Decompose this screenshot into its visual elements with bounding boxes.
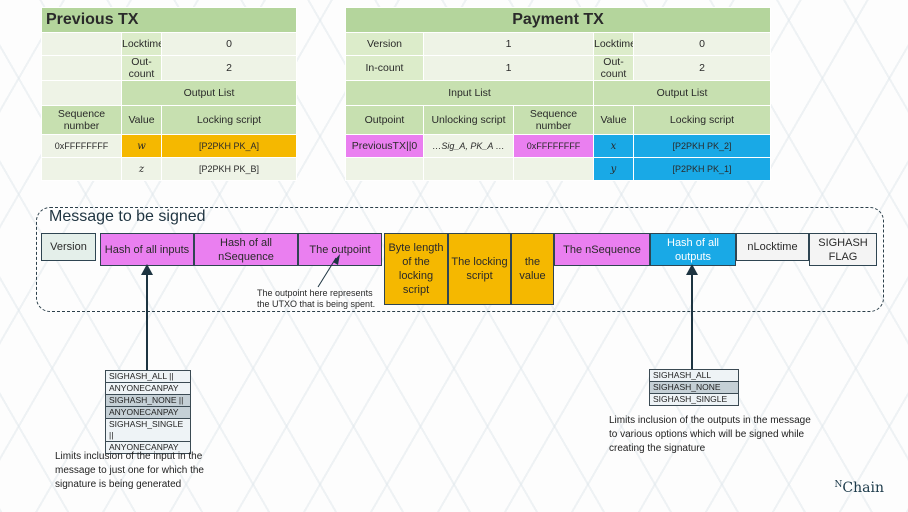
outpoint-cell: The outpoint	[298, 233, 382, 266]
right-arrow-head	[686, 264, 698, 275]
value-z: z	[121, 157, 162, 181]
previous-tx-table: Previous TX Locktime 0 Out-count 2 Outpu…	[40, 7, 298, 181]
byte-length-cell: Byte length of the locking script	[384, 233, 448, 305]
sequence-number-value: 0xFFFFFFFF	[41, 134, 122, 158]
option-single-anyonecanpay-2: ANYONECANPAY	[106, 442, 190, 453]
outcount-label: Out-count	[121, 55, 162, 81]
locking-script-y: [P2PKH PK_1]	[632, 157, 772, 181]
locking-script-x: [P2PKH PK_2]	[632, 134, 772, 158]
pay-locking-header: Locking script	[632, 105, 772, 135]
option-single-anyonecanpay-1: SIGHASH_SINGLE ||	[106, 419, 190, 442]
payment-tx-title: Payment TX	[344, 7, 772, 33]
input-list-header: Input List	[345, 80, 594, 106]
option-all-anyonecanpay-2: ANYONECANPAY	[106, 383, 190, 395]
option-sighash-all: SIGHASH_ALL	[650, 370, 738, 382]
option-sighash-single: SIGHASH_SINGLE	[650, 394, 738, 405]
version-label: Version	[345, 32, 424, 56]
outpoint-note-pointer	[317, 257, 337, 288]
left-arrow-head	[141, 264, 153, 275]
option-sighash-none: SIGHASH_NONE	[650, 382, 738, 394]
value-x: x	[593, 134, 634, 158]
hash-outputs-cell: Hash of all outputs	[650, 233, 736, 266]
pay-value-header: Value	[593, 105, 634, 135]
pay-outcount-label: Out-count	[593, 55, 634, 81]
option-none-anyonecanpay-1: SIGHASH_NONE ||	[106, 395, 190, 407]
locking-script-z: [P2PKH PK_B]	[160, 157, 298, 181]
locking-script-cell: The locking script	[448, 233, 511, 305]
outcount-value: 2	[160, 55, 298, 81]
outpoint-header: Outpoint	[345, 105, 424, 135]
left-sighash-options: SIGHASH_ALL || ANYONECANPAY SIGHASH_NONE…	[105, 370, 191, 454]
unlocking-script-value: …Sig_A, PK_A …	[423, 134, 514, 158]
sequence-number-header: Sequence number	[41, 105, 122, 135]
value-header: Value	[121, 105, 162, 135]
left-description: Limits inclusion of the input in the mes…	[55, 451, 204, 490]
payment-tx-table: Payment TX Version 1 Locktime 0 In-count…	[344, 7, 772, 181]
hash-nsequence-cell: Hash of all nSequence	[194, 233, 298, 266]
nsequence-cell: The nSequence	[554, 233, 650, 266]
right-description: Limits inclusion of the outputs in the m…	[609, 415, 811, 454]
incount-label: In-count	[345, 55, 424, 81]
value-cell: the value	[511, 233, 554, 305]
output-list-header: Output List	[120, 80, 298, 106]
version-cell: Version	[41, 233, 96, 261]
version-value: 1	[423, 32, 594, 56]
nlocktime-cell: nLocktime	[736, 233, 809, 261]
message-box	[36, 207, 884, 312]
locktime-label: Locktime	[121, 32, 162, 56]
pay-output-list-header: Output List	[592, 80, 772, 106]
unlocking-script-header: Unlocking script	[423, 105, 514, 135]
option-none-anyonecanpay-2: ANYONECANPAY	[106, 407, 190, 419]
message-title: Message to be signed	[49, 208, 206, 225]
value-y: y	[593, 157, 634, 181]
pay-sequence-value: 0xFFFFFFFF	[513, 134, 594, 158]
option-all-anyonecanpay-1: SIGHASH_ALL ||	[106, 371, 190, 383]
hash-inputs-cell: Hash of all inputs	[100, 233, 194, 266]
previous-tx-title: Previous TX	[40, 7, 298, 33]
outpoint-note: The outpoint here represents the UTXO th…	[257, 288, 376, 309]
locking-script-w: [P2PKH PK_A]	[160, 134, 298, 158]
right-sighash-options: SIGHASH_ALL SIGHASH_NONE SIGHASH_SINGLE	[649, 369, 739, 406]
nchain-logo: NChain	[834, 480, 884, 496]
outpoint-value: PreviousTX||0	[345, 134, 424, 158]
sighash-flag-cell: SIGHASH FLAG	[809, 233, 877, 266]
locktime-value: 0	[160, 32, 298, 56]
pay-outcount-value: 2	[632, 55, 772, 81]
